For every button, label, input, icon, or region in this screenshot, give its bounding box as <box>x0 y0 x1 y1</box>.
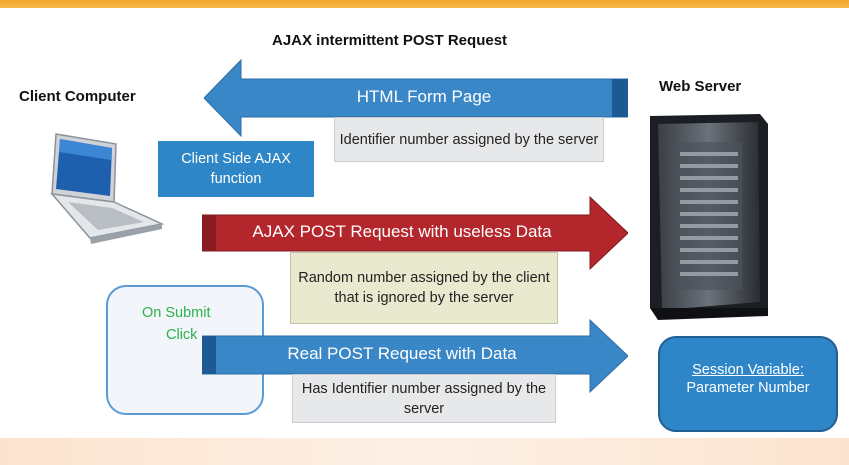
on-submit-label: On Submit <box>142 305 211 321</box>
session-variable-label: Session Variable: <box>692 362 804 378</box>
laptop-icon <box>50 133 165 244</box>
client-ajax-function-box: Client Side AJAX function <box>158 141 314 197</box>
has-identifier-note: Has Identifier number assigned by the se… <box>292 374 556 423</box>
random-number-note: Random number assigned by the client tha… <box>290 252 558 324</box>
html-form-page-label: HTML Form Page <box>356 87 492 106</box>
header-bar <box>0 0 849 8</box>
click-label: Click <box>166 327 198 343</box>
server-tower-icon <box>650 114 768 320</box>
ajax-post-request-arrow: AJAX POST Request with useless Data <box>202 195 628 271</box>
parameter-number-label: Parameter Number <box>686 380 810 396</box>
real-post-request-label: Real POST Request with Data <box>287 344 517 363</box>
ajax-post-request-label: AJAX POST Request with useless Data <box>252 222 552 241</box>
client-computer-label: Client Computer <box>19 88 136 105</box>
web-server-label: Web Server <box>659 78 742 95</box>
diagram-title: AJAX intermittent POST Request <box>272 32 508 49</box>
session-variable-box: Session Variable: Parameter Number <box>658 336 838 432</box>
footer-band <box>0 438 849 465</box>
identifier-note: Identifier number assigned by the server <box>334 117 604 162</box>
